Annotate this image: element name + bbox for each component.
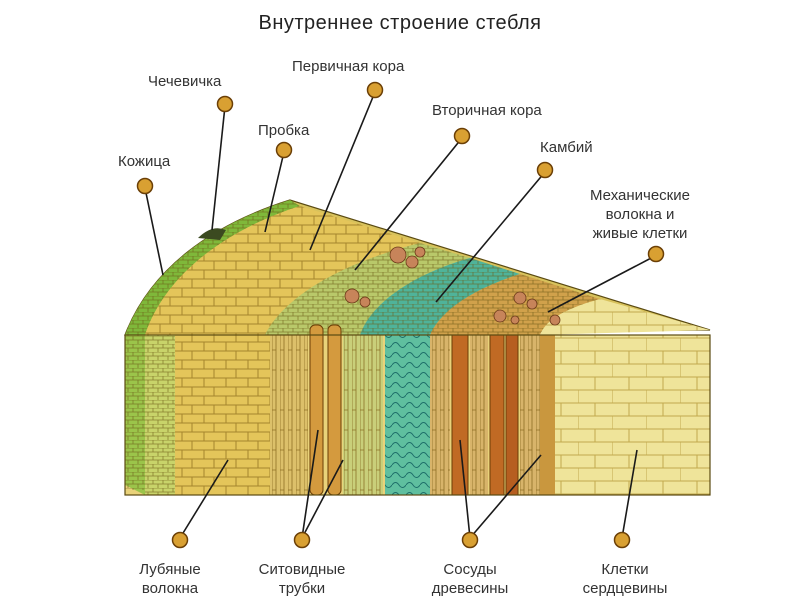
pin-probka bbox=[277, 143, 292, 158]
stem-front-face bbox=[125, 325, 710, 495]
label-lubyanye: Лубяные волокна bbox=[115, 560, 225, 598]
pin-mekhanicheskie bbox=[649, 247, 664, 262]
pin-sosudy bbox=[463, 533, 478, 548]
diagram-title: Внутреннее строение стебля bbox=[0, 12, 800, 35]
label-mekhanicheskie-line1: Механические bbox=[560, 186, 720, 205]
pin-kozhitsa bbox=[138, 179, 153, 194]
label-kletki: Клетки сердцевины bbox=[560, 560, 690, 598]
label-mekhanicheskie-line2: волокна и bbox=[560, 205, 720, 224]
label-sosudy: Сосуды древесины bbox=[410, 560, 530, 598]
xylem-vessel bbox=[452, 335, 468, 495]
label-kambiy: Камбий bbox=[540, 138, 593, 157]
pin-kambiy bbox=[538, 163, 553, 178]
sieve-tube bbox=[328, 325, 341, 495]
label-mekhanicheskie: Механические волокна и живые клетки bbox=[560, 186, 720, 243]
label-sosudy-line1: Сосуды bbox=[410, 560, 530, 579]
label-pervichnaya-kora: Первичная кора bbox=[292, 57, 404, 76]
pin-vtorichnaya-kora bbox=[455, 129, 470, 144]
label-vtorichnaya-kora: Вторичная кора bbox=[432, 101, 542, 120]
label-lubyanye-line2: волокна bbox=[115, 579, 225, 598]
label-probka: Пробка bbox=[258, 121, 309, 140]
label-sitovidnye-line2: трубки bbox=[232, 579, 372, 598]
pin-chechevichka bbox=[218, 97, 233, 112]
label-kletki-line2: сердцевины bbox=[560, 579, 690, 598]
pin-pervichnaya-kora bbox=[368, 83, 383, 98]
label-sitovidnye: Ситовидные трубки bbox=[232, 560, 372, 598]
label-kozhitsa: Кожица bbox=[118, 152, 170, 171]
label-kletki-line1: Клетки bbox=[560, 560, 690, 579]
label-sosudy-line2: древесины bbox=[410, 579, 530, 598]
pin-lubyanye bbox=[173, 533, 188, 548]
pin-sitovidnye bbox=[295, 533, 310, 548]
xylem-vessel bbox=[490, 335, 504, 495]
pin-kletki bbox=[615, 533, 630, 548]
xylem-vessel bbox=[506, 335, 518, 495]
label-sitovidnye-line1: Ситовидные bbox=[232, 560, 372, 579]
label-mekhanicheskie-line3: живые клетки bbox=[560, 224, 720, 243]
label-lubyanye-line1: Лубяные bbox=[115, 560, 225, 579]
label-chechevichka: Чечевичка bbox=[148, 72, 221, 91]
